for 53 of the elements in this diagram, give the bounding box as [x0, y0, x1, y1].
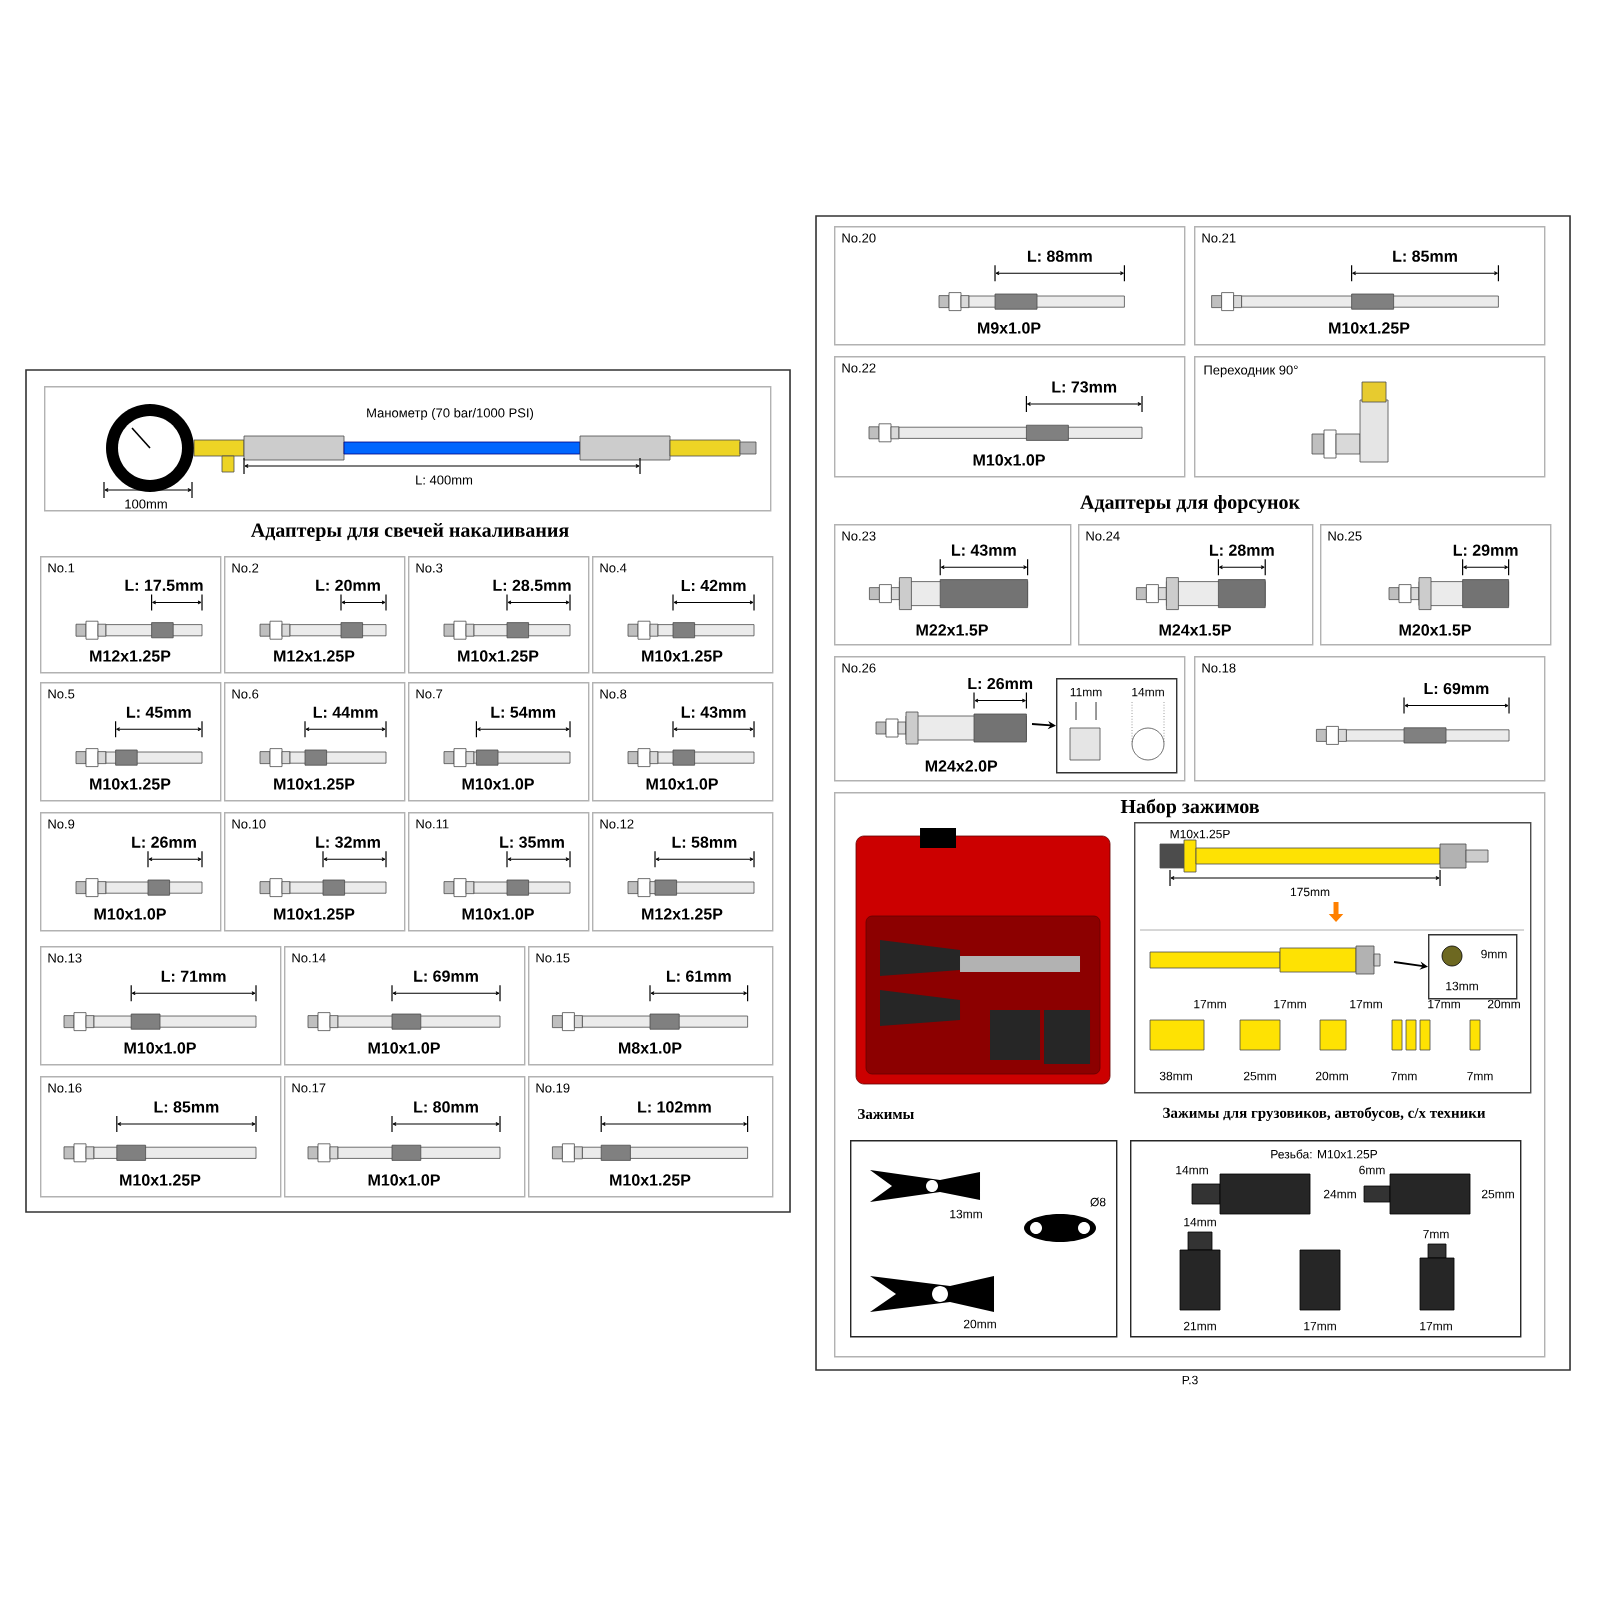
node-label: L: 71mm	[161, 970, 226, 982]
node-label: M10x1.0P	[368, 1042, 440, 1054]
node-label: M10x1.0P	[124, 1042, 196, 1054]
node-label: M10x1.25P	[458, 650, 539, 662]
node-label: M10x1.25P	[120, 1174, 201, 1186]
node-label: L: 32mm	[316, 836, 380, 848]
node-label: M24x2.0P	[925, 760, 998, 772]
node-label: L: 69mm	[414, 970, 478, 982]
node-label: M12x1.25P	[90, 650, 171, 662]
node-label: M10x1.0P	[646, 778, 718, 790]
node-label: L: 85mm	[154, 1101, 219, 1113]
node-label: L: 69mm	[1424, 682, 1489, 695]
node-label: L: 28.5mm	[493, 579, 571, 592]
node-label: L: 102mm	[638, 1101, 711, 1113]
node-label: L: 26mm	[132, 836, 196, 848]
node-label: L: 43mm	[951, 544, 1016, 556]
node-label: L: 28mm	[1209, 544, 1274, 556]
node-label: L: 43mm	[681, 706, 746, 718]
section-heading: Адаптеры для форсунок	[1080, 494, 1301, 514]
node-label: M10x1.25P	[274, 778, 355, 790]
node-label: L: 61mm	[666, 970, 731, 982]
node-label: L: 45mm	[126, 706, 191, 718]
node-label: M10x1.25P	[274, 908, 355, 920]
node-label: L: 17.5mm	[125, 579, 203, 592]
node-label: L: 73mm	[1052, 381, 1117, 393]
node-label: M10x1.0P	[462, 778, 534, 790]
node-label: M24x1.5P	[1159, 624, 1231, 636]
node-label: L: 44mm	[313, 706, 378, 718]
node-label: M12x1.25P	[642, 908, 723, 920]
section-heading: Адаптеры для свечей накаливания	[250, 523, 569, 542]
node-label: L: 26mm	[968, 677, 1033, 690]
node-label: M8x1.0P	[619, 1042, 682, 1054]
node-label: M10x1.25P	[642, 650, 723, 662]
node-label: M10x1.25P	[610, 1174, 691, 1186]
node-label: L: 80mm	[414, 1101, 478, 1113]
node-label: M10x1.25P	[90, 778, 171, 790]
node-label: M10x1.0P	[368, 1174, 440, 1186]
node-label: L: 54mm	[491, 706, 556, 718]
node-label: M10x1.0P	[462, 908, 534, 920]
node-label: L: 58mm	[672, 836, 737, 848]
node-label: M10x1.0P	[973, 454, 1045, 466]
node-label: L: 88mm	[1027, 250, 1092, 262]
node-label: L: 85mm	[1393, 250, 1457, 262]
node-label: M10x1.0P	[94, 908, 166, 920]
node-label: M10x1.25P	[1329, 322, 1410, 334]
node-label: L: 35mm	[500, 836, 564, 848]
node-label: M20x1.5P	[1399, 624, 1471, 636]
node-label: L: 20mm	[316, 579, 380, 592]
node-label: L: 42mm	[681, 579, 746, 592]
node-label: L: 29mm	[1453, 544, 1518, 556]
node-label: M9x1.0P	[978, 322, 1041, 334]
node-label: M12x1.25P	[274, 650, 355, 662]
node-label: M22x1.5P	[916, 624, 988, 636]
